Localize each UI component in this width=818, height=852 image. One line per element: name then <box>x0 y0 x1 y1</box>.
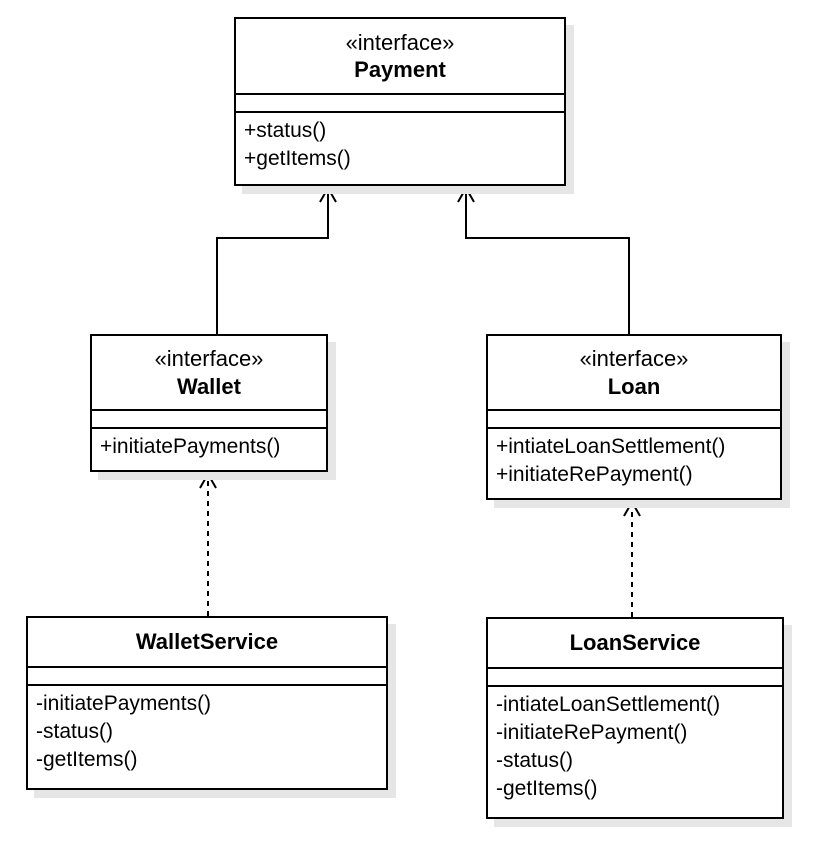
payment-header: «interface» Payment <box>236 19 564 95</box>
loanservice-name: LoanService <box>569 630 701 656</box>
walletservice-name: WalletService <box>135 629 279 655</box>
loanservice-attributes <box>488 669 782 687</box>
loanservice-to-loan-arrowhead <box>623 499 641 517</box>
loan-header: «interface» Loan <box>488 336 780 411</box>
wallet-method: +initiatePayments() <box>100 435 281 458</box>
loan-methods: +intiateLoanSettlement() +initiateRePaym… <box>488 429 780 489</box>
payment-interface[interactable]: «interface» Payment +status() +getItems(… <box>234 17 566 186</box>
loanservice-methods: -intiateLoanSettlement() -initiateRePaym… <box>488 687 782 803</box>
loan-to-payment-edge <box>465 188 630 334</box>
walletservice-to-wallet-arrowhead <box>199 471 217 489</box>
walletservice-attributes <box>28 668 386 686</box>
payment-method: +status() <box>244 119 327 142</box>
loan-stereotype: «interface» <box>579 346 689 371</box>
payment-name: Payment <box>354 57 446 82</box>
loan-attributes <box>488 411 780 429</box>
walletservice-method: -getItems() <box>36 748 138 771</box>
payment-attributes <box>236 95 564 113</box>
wallet-name: Wallet <box>177 373 241 399</box>
wallet-stereotype: «interface» <box>154 346 264 371</box>
loan-interface[interactable]: «interface» Loan +intiateLoanSettlement(… <box>486 334 782 500</box>
loan-name: Loan <box>607 373 661 399</box>
walletservice-header: WalletService <box>28 618 386 668</box>
walletservice-method: -initiatePayments() <box>36 692 212 715</box>
loanservice-class[interactable]: LoanService -intiateLoanSettlement() -in… <box>486 617 784 819</box>
loan-to-payment-arrowhead <box>457 185 475 203</box>
payment-stereotype: «interface» <box>345 29 455 55</box>
loan-method: +initiateRePayment() <box>496 463 693 486</box>
loanservice-method: -status() <box>496 749 574 772</box>
walletservice-method: -status() <box>36 720 114 743</box>
loan-method: +intiateLoanSettlement() <box>496 435 726 458</box>
walletservice-methods: -initiatePayments() -status() -getItems(… <box>28 686 386 774</box>
wallet-attributes <box>92 411 326 429</box>
loanservice-method: -intiateLoanSettlement() <box>496 693 721 716</box>
loanservice-header: LoanService <box>488 619 782 669</box>
wallet-to-payment-edge <box>216 188 329 334</box>
loanservice-method: -initiateRePayment() <box>496 721 688 744</box>
payment-method: +getItems() <box>244 147 351 170</box>
walletservice-class[interactable]: WalletService -initiatePayments() -statu… <box>26 616 388 790</box>
wallet-interface[interactable]: «interface» Wallet +initiatePayments() <box>90 334 328 472</box>
payment-methods: +status() +getItems() <box>236 113 564 173</box>
loanservice-method: -getItems() <box>496 777 598 800</box>
wallet-header: «interface» Wallet <box>92 336 326 411</box>
wallet-to-payment-arrowhead <box>319 185 337 203</box>
wallet-methods: +initiatePayments() <box>92 429 326 461</box>
